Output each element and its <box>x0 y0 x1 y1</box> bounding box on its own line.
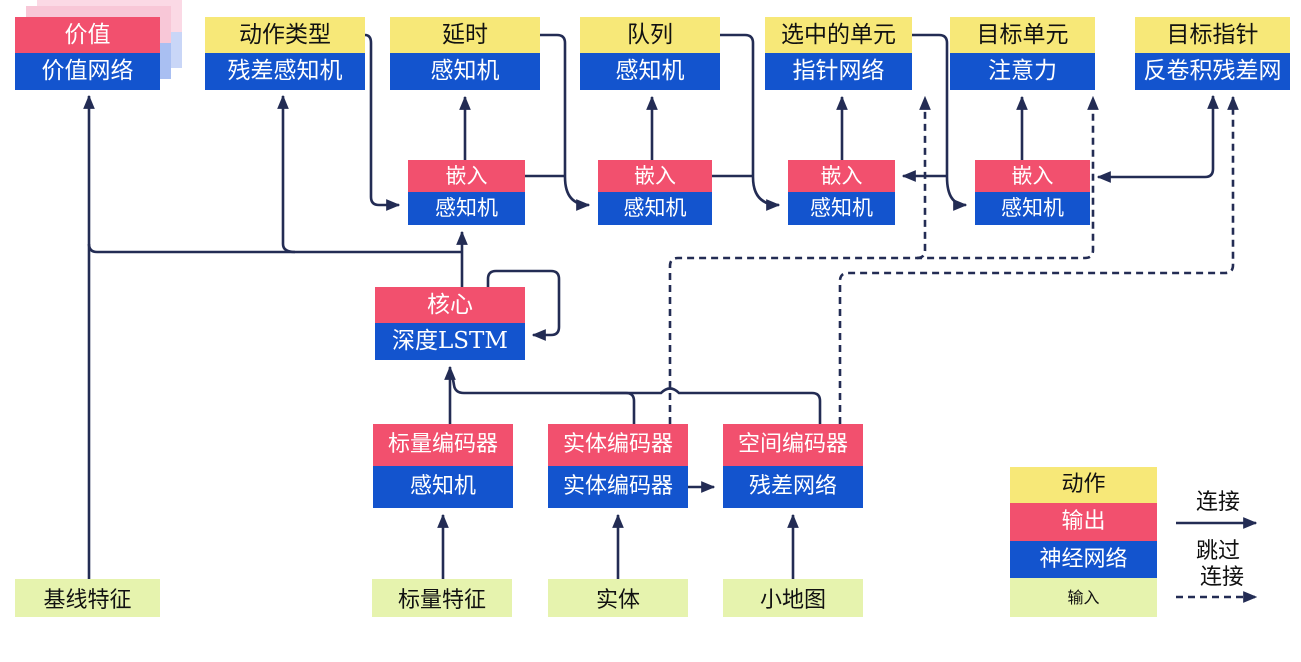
scalar-mlp-label: 感知机 <box>373 466 513 508</box>
residual-network-label: 残差网络 <box>723 466 863 508</box>
delay-label: 延时 <box>390 17 540 53</box>
skip-entity-to-pointernetwork <box>916 95 931 260</box>
arrow-delay-to-embed2 <box>540 33 591 211</box>
node-target-unit: 目标单元 注意力 <box>950 17 1095 90</box>
embed1-label: 嵌入 <box>408 160 525 192</box>
target-unit-label: 目标单元 <box>950 17 1095 53</box>
entity-encoder-label: 实体编码器 <box>548 424 688 466</box>
node-value: 价值 价值网络 <box>15 17 160 90</box>
entity-label: 实体 <box>595 588 640 613</box>
embed4-label: 嵌入 <box>975 160 1090 192</box>
embed1-mlp-label: 感知机 <box>408 192 525 225</box>
embed4-mlp-label: 感知机 <box>975 192 1090 225</box>
legend-color-key: 动作 输出 神经网络 输入 <box>1010 467 1157 617</box>
deconv-resnet-label: 反卷积残差网 <box>1135 53 1290 90</box>
target-pointer-label: 目标指针 <box>1135 17 1290 53</box>
arrow-queue-to-embed3 <box>720 33 781 211</box>
scalar-encoder-label: 标量编码器 <box>373 424 513 466</box>
scalar-features-label: 标量特征 <box>397 588 486 613</box>
node-embed2: 嵌入 感知机 <box>598 160 712 225</box>
legend-neural-network-label: 神经网络 <box>1010 541 1157 578</box>
arrow-selectedunits-to-embed4 <box>912 33 968 211</box>
embed3-mlp-label: 感知机 <box>788 192 895 225</box>
legend-skip-label-line2: 连接 <box>1199 565 1244 590</box>
line-core-branch-left <box>87 243 462 254</box>
legend-connection-label: 连接 <box>1195 490 1240 515</box>
node-embed3: 嵌入 感知机 <box>788 160 895 225</box>
delay-mlp-label: 感知机 <box>390 53 540 90</box>
arrow-core-recurrence-loop <box>486 269 561 341</box>
node-entity-encoder: 实体编码器 实体编码器 <box>548 424 688 508</box>
node-delay: 延时 感知机 <box>390 17 540 90</box>
queue-label: 队列 <box>580 17 720 53</box>
embed2-mlp-label: 感知机 <box>598 192 712 225</box>
node-embed4: 嵌入 感知机 <box>975 160 1090 225</box>
legend-output-label: 输出 <box>1010 503 1157 541</box>
input-baseline-features: 基线特征 <box>15 579 160 617</box>
node-action-type: 动作类型 残差感知机 <box>205 17 365 90</box>
node-selected-units: 选中的单元 指针网络 <box>765 17 912 90</box>
embed2-label: 嵌入 <box>598 160 712 192</box>
entity-encoder-nn-label: 实体编码器 <box>548 466 688 508</box>
residual-mlp-label: 残差感知机 <box>205 53 365 90</box>
arrow-actiontype-to-embed1 <box>364 33 401 211</box>
minimap-label: 小地图 <box>759 588 826 613</box>
input-entity: 实体 <box>548 579 688 617</box>
node-core: 核心 深度LSTM <box>375 287 525 360</box>
legend-input-label: 输入 <box>1010 578 1157 617</box>
action-type-label: 动作类型 <box>205 17 365 53</box>
input-minimap: 小地图 <box>723 579 863 617</box>
skip-entity-to-targetunit <box>668 95 1099 424</box>
deep-lstm-label: 深度LSTM <box>375 323 525 360</box>
spatial-encoder-label: 空间编码器 <box>723 424 863 466</box>
queue-mlp-label: 感知机 <box>580 53 720 90</box>
core-label: 核心 <box>375 287 525 323</box>
embed3-label: 嵌入 <box>788 160 895 192</box>
node-embed1: 嵌入 感知机 <box>408 160 525 225</box>
skip-spatial-to-targetpointer <box>838 95 1239 424</box>
baseline-features-label: 基线特征 <box>43 588 132 613</box>
line-entityencoder-to-core <box>600 391 636 424</box>
arrow-core-to-actiontype <box>277 94 296 254</box>
arrow-elbow-to-targetpointer <box>1204 94 1219 179</box>
attention-label: 注意力 <box>950 53 1095 90</box>
selected-units-label: 选中的单元 <box>765 17 912 53</box>
value-network-label: 价值网络 <box>15 53 160 90</box>
line-spatialencoder-to-core <box>450 373 822 424</box>
legend-action-label: 动作 <box>1010 467 1157 503</box>
pointer-network-label: 指针网络 <box>765 53 912 90</box>
value-output-label: 价值 <box>15 17 160 53</box>
legend-skip-label-line1: 跳过 <box>1195 539 1240 564</box>
node-spatial-encoder: 空间编码器 残差网络 <box>723 424 863 508</box>
input-scalar-features: 标量特征 <box>372 579 512 617</box>
node-target-pointer: 目标指针 反卷积残差网 <box>1135 17 1290 90</box>
node-scalar-encoder: 标量编码器 感知机 <box>373 424 513 508</box>
node-queue: 队列 感知机 <box>580 17 720 90</box>
